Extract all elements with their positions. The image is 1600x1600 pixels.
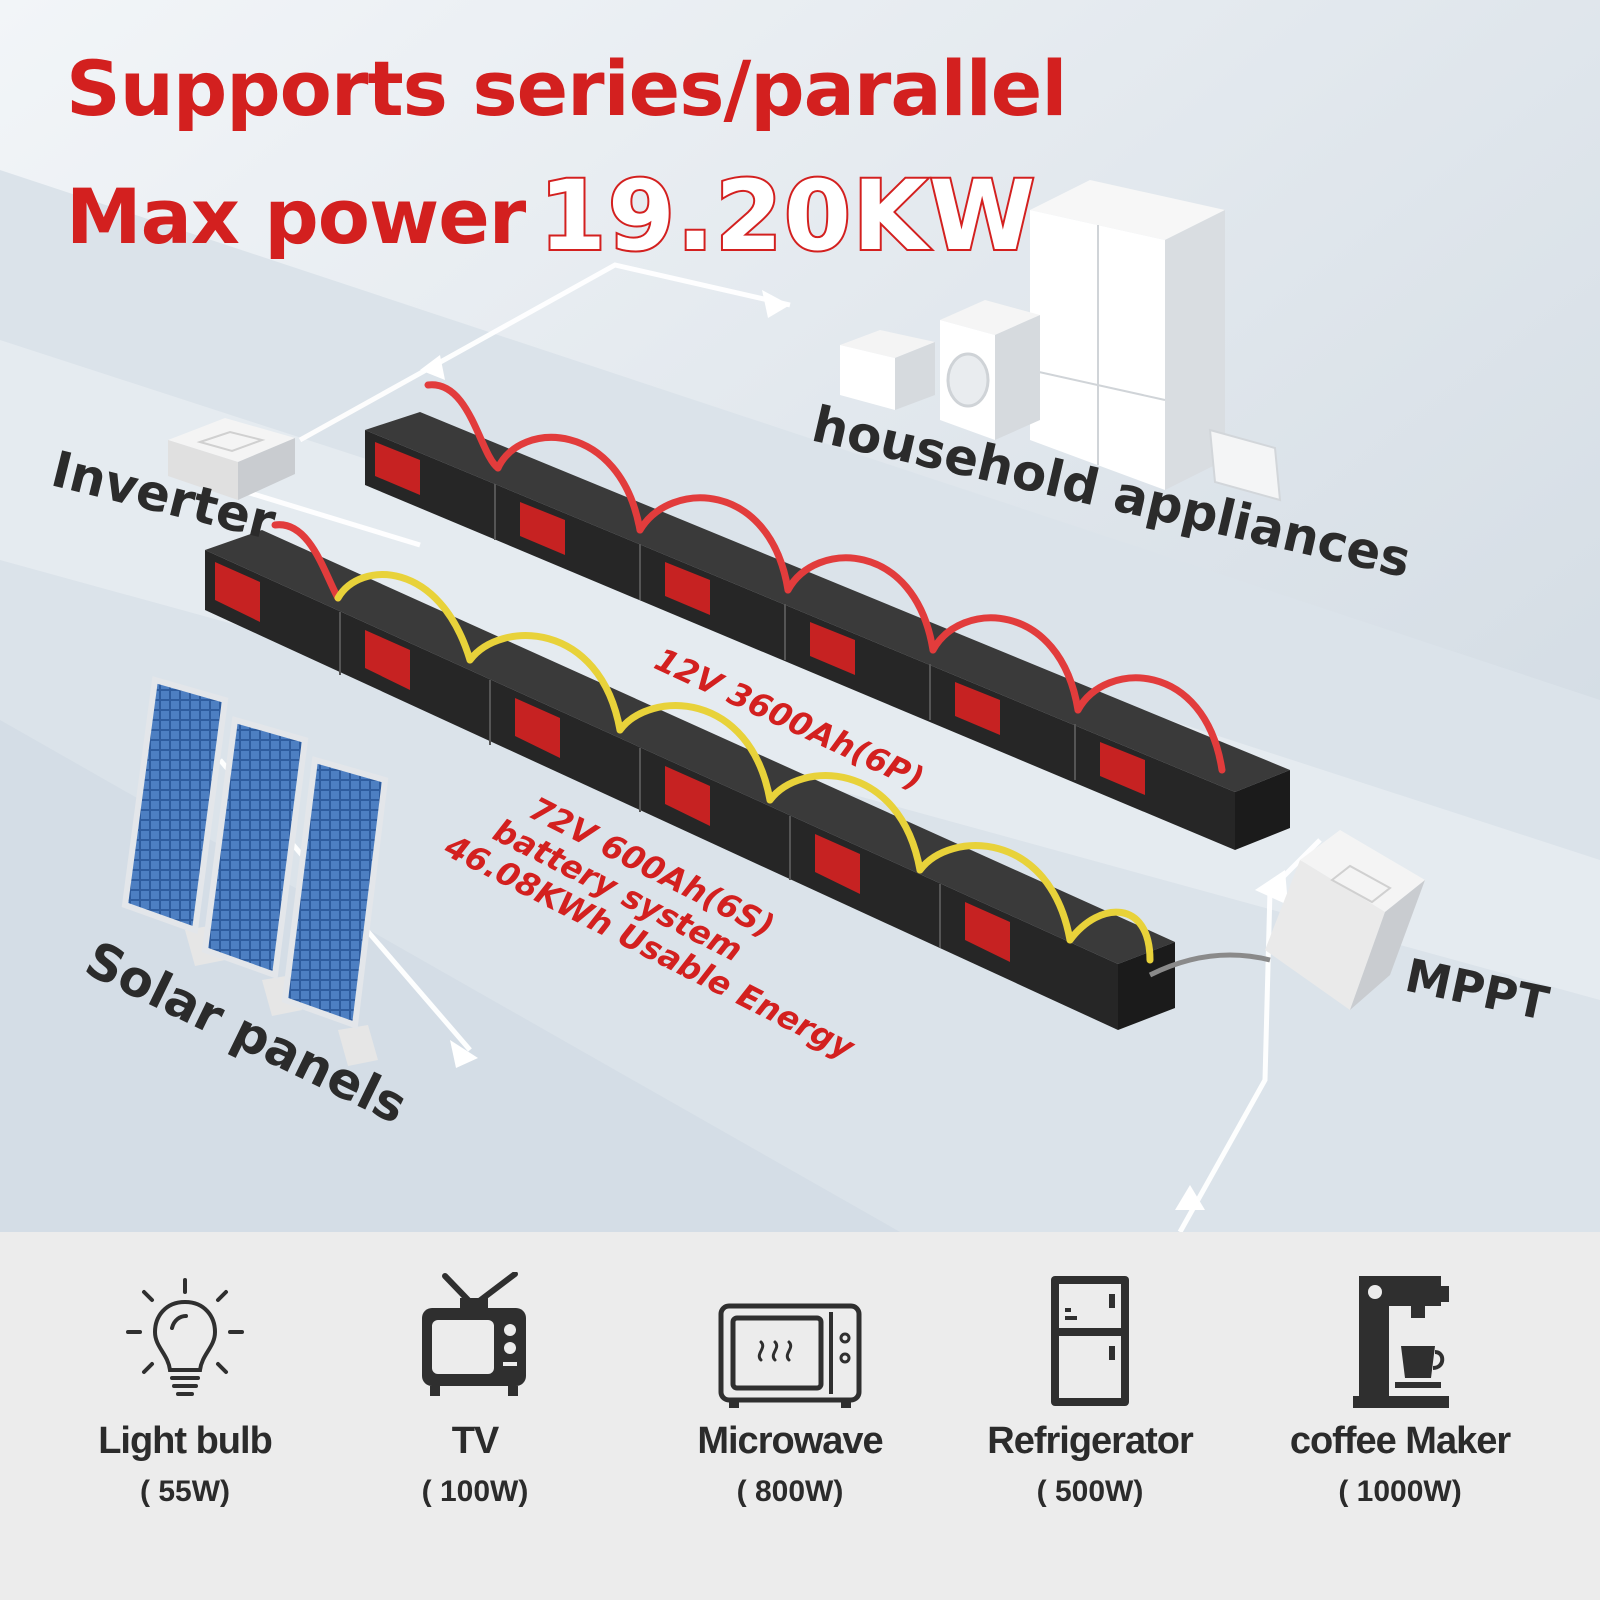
load-watts: ( 100W) (421, 1475, 529, 1508)
battery-seams-front (339, 612, 941, 948)
light-bulb-icon (126, 1278, 244, 1396)
max-power-value: 19.20KW (537, 158, 1038, 274)
load-refrigerator: Refrigerator ( 500W) (960, 1272, 1220, 1509)
load-watts: ( 800W) (736, 1475, 844, 1508)
battery-bank-parallel (365, 381, 1290, 850)
load-light-bulb: Light bulb ( 55W) (55, 1272, 315, 1509)
load-name: Refrigerator (987, 1420, 1194, 1462)
battery-row-back-top (365, 412, 1290, 850)
load-microwave: Microwave ( 800W) (660, 1272, 920, 1509)
load-watts: ( 55W) (140, 1475, 230, 1508)
max-power-label: Max power (66, 172, 526, 261)
battery-bank-series (205, 521, 1271, 1030)
mppt-cable (1148, 952, 1271, 978)
mppt-illustration (1265, 830, 1425, 1010)
refrigerator-icon (1051, 1276, 1129, 1406)
load-watts: ( 1000W) (1338, 1475, 1462, 1508)
load-coffee-maker: coffee Maker ( 1000W) (1270, 1272, 1530, 1509)
load-name: coffee Maker (1289, 1420, 1511, 1462)
system-diagram (0, 0, 1600, 1232)
inverter-illustration (168, 418, 295, 500)
parallel-cables (424, 381, 1226, 774)
load-watts: ( 500W) (1036, 1475, 1144, 1508)
microwave-icon (718, 1303, 862, 1408)
load-examples-strip: Light bulb ( 55W) TV ( 100W) (0, 1232, 1600, 1600)
flow-arrows (420, 290, 1288, 1210)
solar-panels-illustration (121, 676, 389, 1066)
load-name: Microwave (697, 1420, 883, 1462)
load-tv: TV ( 100W) (345, 1272, 605, 1509)
battery-red-labels-front (215, 562, 1010, 962)
headline-series-parallel: Supports series/parallel (66, 44, 1067, 133)
battery-seams-back (494, 484, 1076, 780)
coffee-maker-icon (1353, 1276, 1449, 1408)
battery-red-labels-back (375, 442, 1145, 795)
load-name: Light bulb (98, 1420, 273, 1462)
tv-icon (422, 1272, 526, 1396)
series-input-cable (271, 521, 342, 602)
series-cables (334, 571, 1154, 964)
load-name: TV (451, 1420, 500, 1462)
household-appliances-illustration (840, 180, 1282, 502)
